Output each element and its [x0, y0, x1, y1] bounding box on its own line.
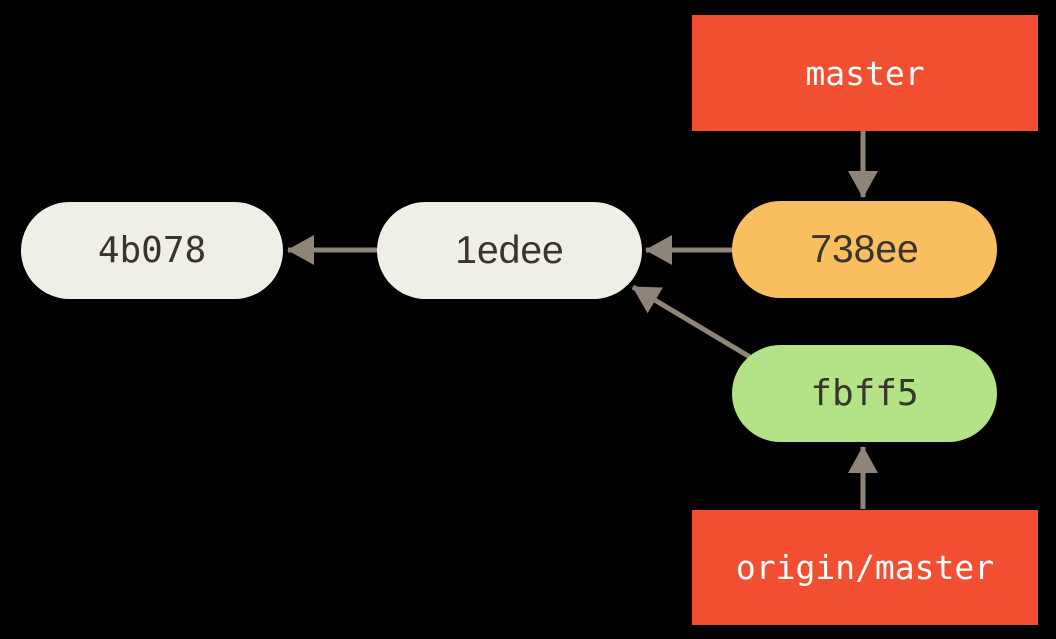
commit-node-1edee: 1edee: [377, 202, 642, 299]
commit-hash-label: 4b078: [97, 230, 207, 271]
branch-label-master: master: [692, 15, 1038, 131]
branch-label-origin-master: origin/master: [692, 510, 1038, 625]
commit-hash-label: fbff5: [810, 373, 919, 414]
commit-hash-label: 738ee: [810, 227, 919, 271]
commit-node-738ee: 738ee: [732, 201, 997, 298]
commit-node-fbff5: fbff5: [732, 345, 997, 442]
commit-hash-label: 1edee: [455, 228, 564, 272]
branch-label-origin-master-text: origin/master: [735, 548, 995, 587]
edge-fbff5-to-1edee: [631, 284, 767, 369]
branch-label-master-text: master: [805, 53, 925, 93]
commit-node-4b078: 4b078: [21, 202, 283, 299]
